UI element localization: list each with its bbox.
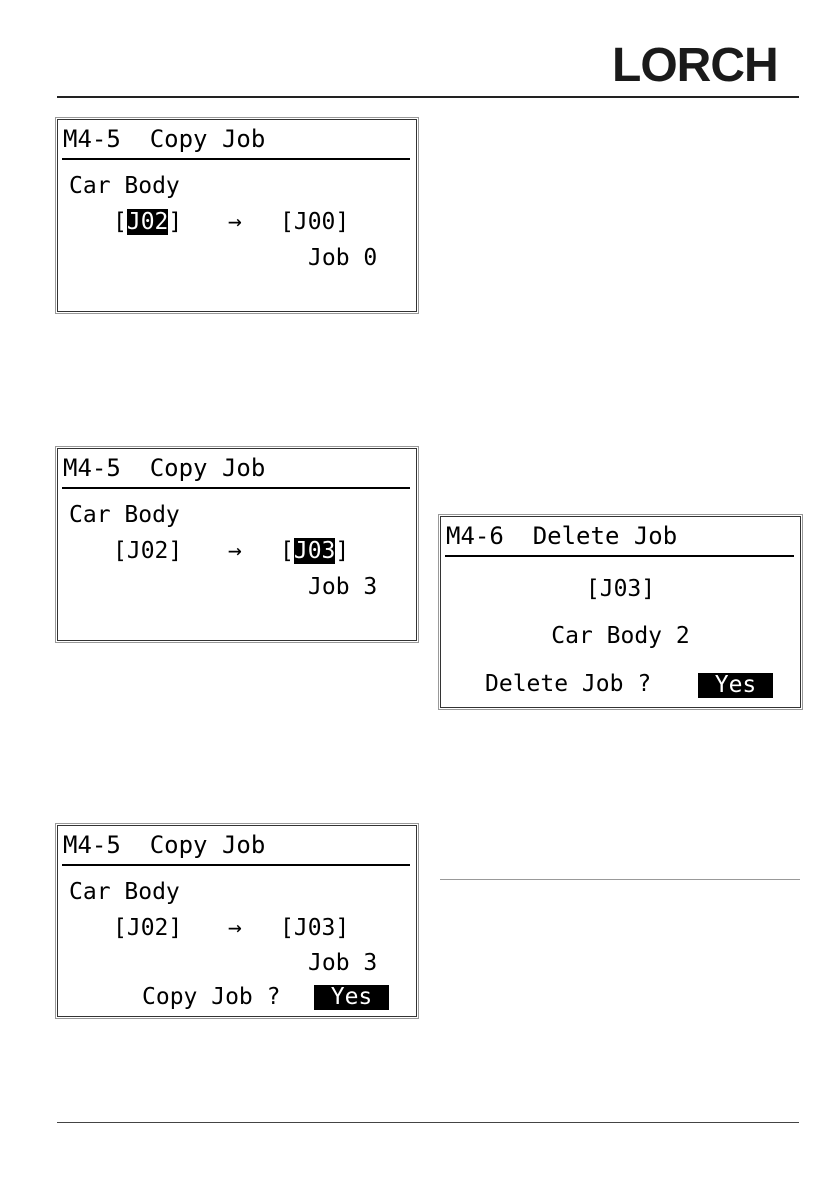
target-job-name: Job 3 xyxy=(308,573,377,601)
section-divider xyxy=(440,879,800,880)
source-job-value[interactable]: J02 xyxy=(127,915,169,941)
job-name: Car Body xyxy=(69,172,180,200)
lcd-title: M4-6 Delete Job xyxy=(446,521,677,551)
header-rule xyxy=(57,96,799,98)
arrow-icon: → xyxy=(228,914,242,942)
title-rule xyxy=(445,555,794,557)
source-job-value[interactable]: J02 xyxy=(127,538,169,564)
job-name: Car Body xyxy=(69,878,180,906)
delete-prompt: Delete Job ? xyxy=(485,670,651,698)
lcd-copy-job-step-3: M4-5 Copy Job Car Body [J02] → [J03] Job… xyxy=(57,825,417,1017)
source-job-value[interactable]: J02 xyxy=(127,209,169,235)
lcd-title: M4-5 Copy Job xyxy=(63,453,265,483)
arrow-icon: → xyxy=(228,208,242,236)
lcd-copy-job-step-1: M4-5 Copy Job Car Body [J02] → [J00] Job… xyxy=(57,119,417,312)
title-rule xyxy=(62,487,410,489)
lcd-copy-job-step-2: M4-5 Copy Job Car Body [J02] → [J03] Job… xyxy=(57,448,417,641)
job-name: Car Body xyxy=(69,501,180,529)
arrow-icon: → xyxy=(228,537,242,565)
copy-confirm-yes-button[interactable]: Yes xyxy=(314,985,389,1010)
source-job-field[interactable]: [J02] xyxy=(113,537,182,565)
lcd-title: M4-5 Copy Job xyxy=(63,124,265,154)
target-job-value[interactable]: J03 xyxy=(294,915,336,941)
target-job-field[interactable]: [J03] xyxy=(280,914,349,942)
title-rule xyxy=(62,864,410,866)
title-rule xyxy=(62,158,410,160)
footer-rule xyxy=(57,1122,799,1123)
lcd-delete-job: M4-6 Delete Job [J03] Car Body 2 Delete … xyxy=(440,516,801,708)
lorch-logo: LORCH xyxy=(612,40,802,92)
target-job-field[interactable]: [J00] xyxy=(280,208,349,236)
target-job-field[interactable]: [J03] xyxy=(280,537,349,565)
source-job-field[interactable]: [J02] xyxy=(113,914,182,942)
target-job-value[interactable]: J00 xyxy=(294,209,336,235)
delete-confirm-yes-button[interactable]: Yes xyxy=(698,673,773,698)
target-job-name: Job 0 xyxy=(308,244,377,272)
delete-job-id: [J03] xyxy=(441,575,800,603)
delete-job-name: Car Body 2 xyxy=(441,622,800,650)
target-job-value[interactable]: J03 xyxy=(294,538,336,564)
source-job-field[interactable]: [J02] xyxy=(113,208,182,236)
target-job-name: Job 3 xyxy=(308,949,377,977)
lcd-title: M4-5 Copy Job xyxy=(63,830,265,860)
copy-prompt: Copy Job ? xyxy=(142,983,280,1011)
